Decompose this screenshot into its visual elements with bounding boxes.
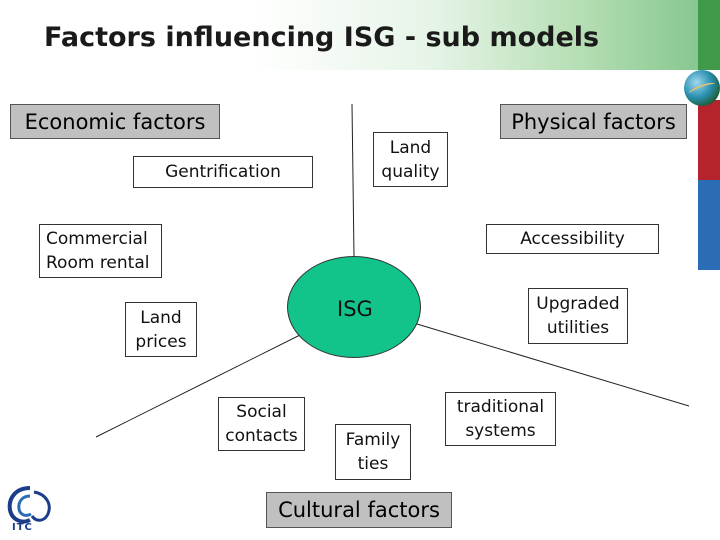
category-economic-factors: Economic factors — [10, 104, 220, 139]
connector-lower-right — [416, 323, 690, 407]
factor-family-ties: Family ties — [335, 424, 411, 480]
slide-title: Factors influencing ISG - sub models — [44, 22, 600, 53]
accent-stripe-red — [698, 100, 720, 180]
connector-lower-left — [95, 333, 303, 438]
isg-label: ISG — [337, 297, 373, 321]
factor-upgraded-utilities: Upgraded utilities — [528, 288, 628, 344]
accent-stripe-green — [698, 0, 720, 70]
factor-gentrification: Gentrification — [133, 156, 313, 188]
accent-stripe-blue — [698, 180, 720, 270]
itc-logo-icon — [7, 486, 51, 524]
factor-land-quality: Land quality — [373, 132, 448, 187]
category-cultural-factors: Cultural factors — [266, 492, 452, 528]
isg-center-node: ISG — [287, 256, 421, 358]
itc-logo-text: ITC — [12, 522, 33, 533]
connector-up — [351, 103, 355, 257]
header-band — [0, 0, 720, 70]
factor-accessibility: Accessibility — [486, 224, 659, 254]
globe-icon — [684, 70, 720, 106]
factor-commercial-room-rental: Commercial Room rental — [39, 224, 162, 278]
factor-land-prices: Land prices — [125, 302, 197, 357]
category-physical-factors: Physical factors — [500, 104, 687, 139]
factor-traditional-systems: traditional systems — [445, 392, 556, 446]
factor-social-contacts: Social contacts — [218, 397, 305, 451]
